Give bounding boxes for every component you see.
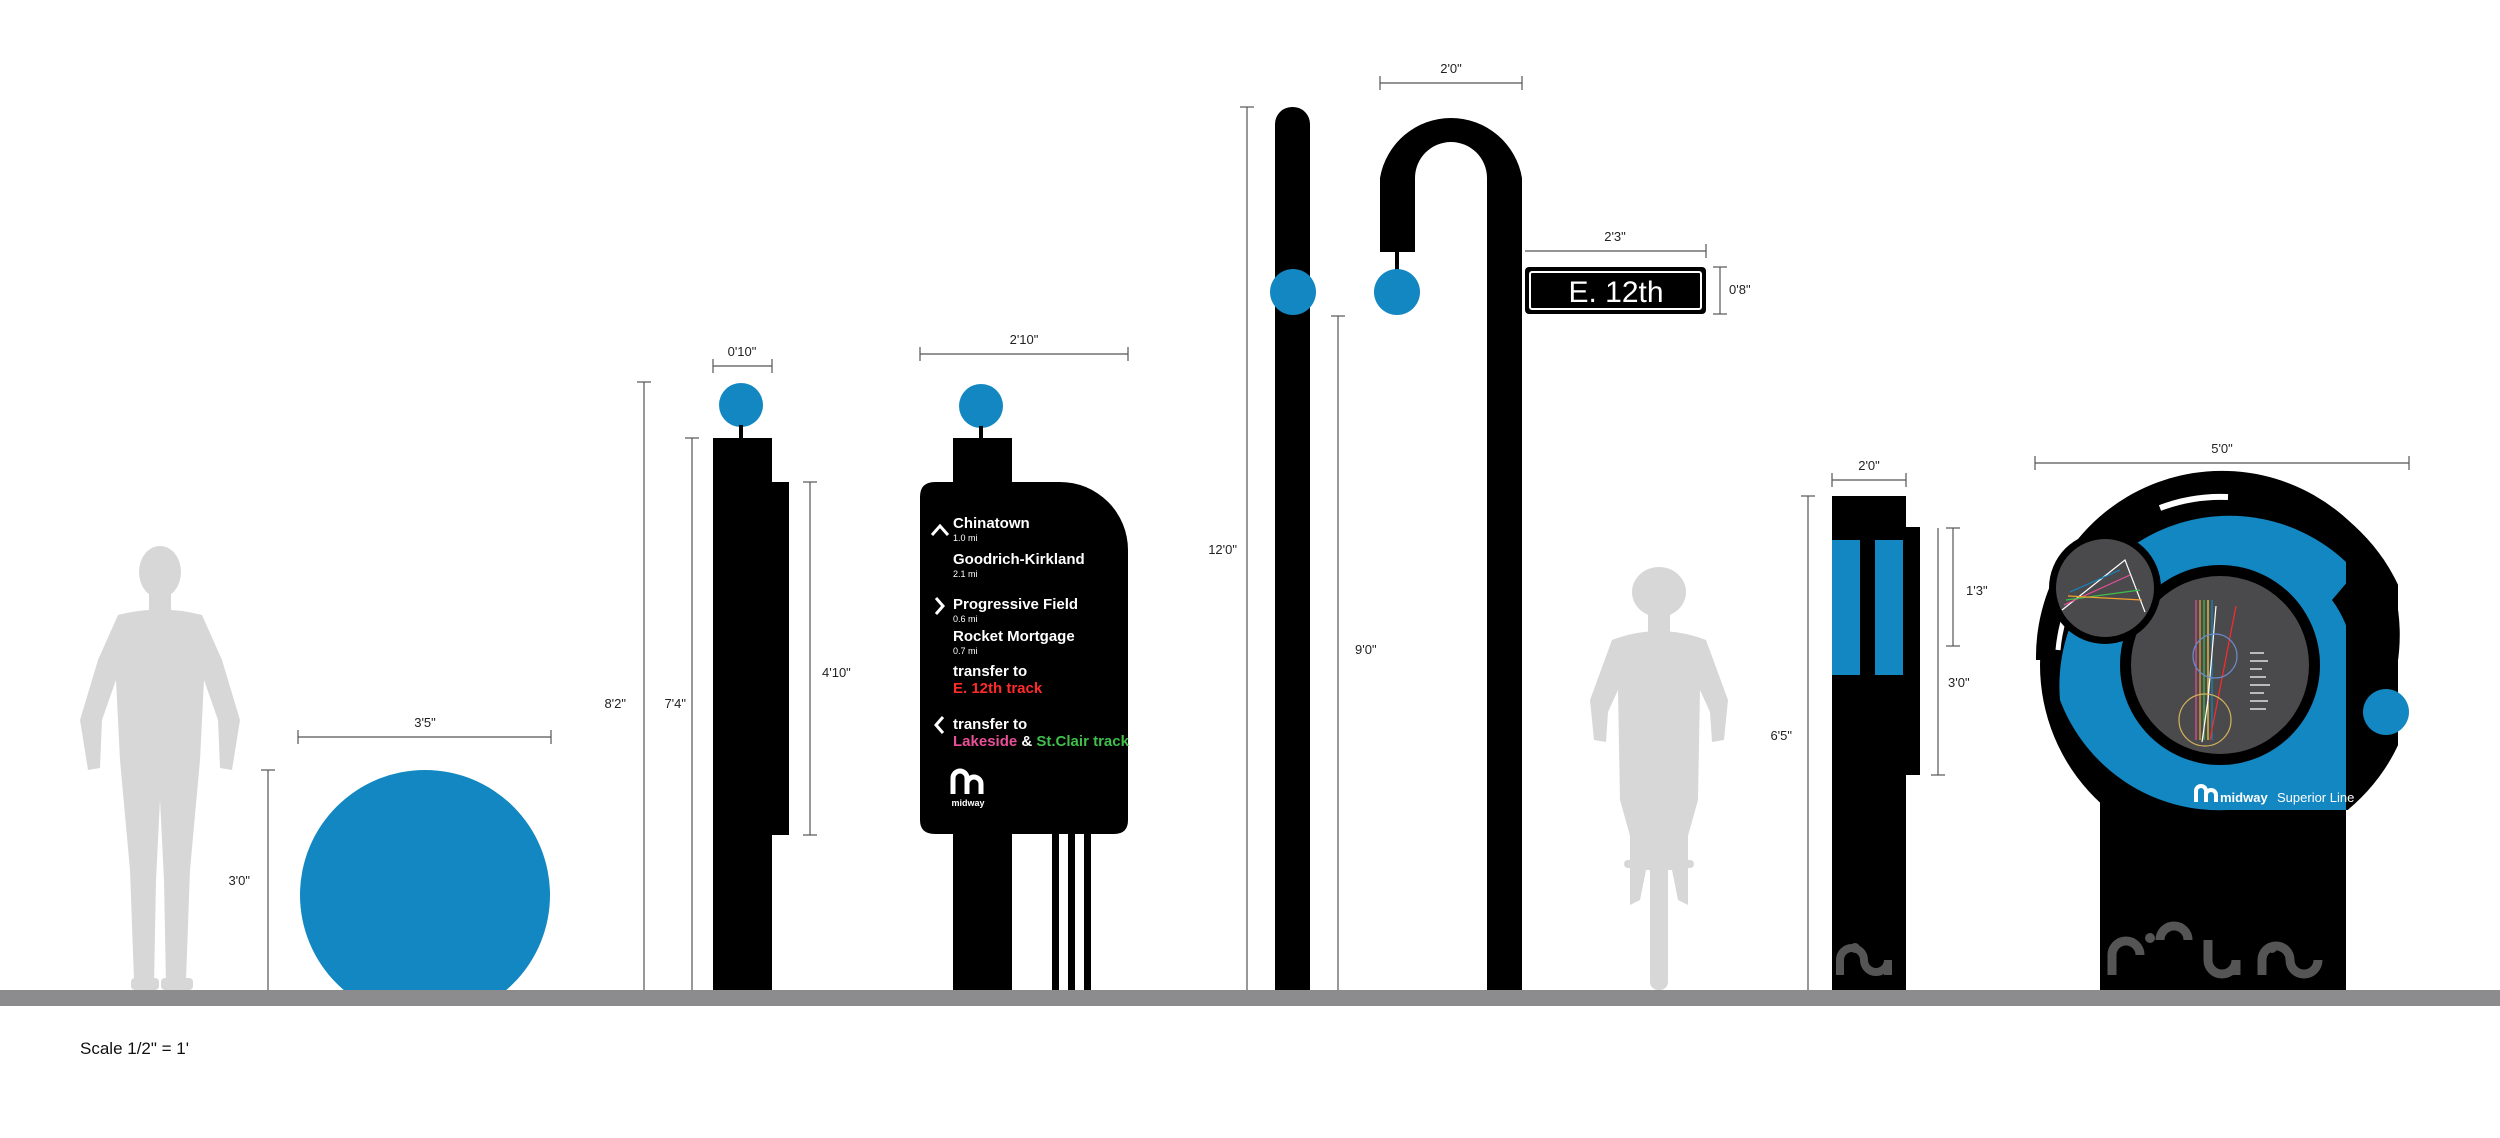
sphere-height-label: 3'0" [228, 873, 250, 888]
wayfinding-width-label: 2'10" [1010, 332, 1039, 347]
kiosk-width-dimension: 2'0" [1831, 458, 1907, 487]
kiosk-blue-panel-left [1832, 540, 1860, 675]
person-silhouette-icon [80, 546, 240, 990]
destination-1-distance: 1.0 mi [953, 533, 978, 543]
kiosk-width-label: 2'0" [1858, 458, 1880, 473]
sphere-height-dimension: 3'0" [228, 769, 275, 990]
street-sign-width-label: 2'3" [1604, 229, 1626, 244]
pole-clearance-label: 9'0" [1355, 642, 1377, 657]
destination-4-title: Rocket Mortgage [953, 628, 1075, 645]
transfer-2-line-stclair: St.Clair track [1036, 733, 1129, 750]
kiosk-height-dimension: 6'5" [1770, 495, 1815, 990]
street-sign-text: E. 12th [1568, 276, 1663, 309]
wayfinding-brand: midway [951, 798, 984, 808]
destination-2-distance: 2.1 mi [953, 569, 978, 579]
system-map-lines [2178, 600, 2238, 747]
cyclist-silhouette-icon [1590, 567, 1728, 990]
map-sign-width-label: 5'0" [2211, 441, 2233, 456]
destination-2-title: Goodrich-Kirkland [953, 551, 1085, 568]
pylon-blue-dot [719, 383, 763, 427]
ground-line [0, 990, 2500, 1006]
pylon-sign [713, 383, 789, 990]
chevron-left-icon [934, 716, 945, 734]
sphere-width-dimension: 3'5" [297, 715, 552, 744]
destination-3-title: Progressive Field [953, 596, 1078, 613]
kiosk-sign [1832, 496, 1920, 990]
pylon-body-height-label: 7'4" [664, 696, 686, 711]
chevron-up-icon [930, 523, 950, 536]
street-sign-width-dimension: 2'3" [1525, 229, 1707, 258]
transfer-2-line-lakeside: Lakeside [953, 733, 1017, 750]
pylon-width-label: 0'10" [728, 344, 757, 359]
midway-logo-icon: midway [950, 768, 985, 808]
straight-pole [1270, 107, 1316, 990]
sphere-shape [300, 770, 550, 990]
destination-4-distance: 0.7 mi [953, 646, 978, 656]
map-sign-brand: midway [2220, 790, 2268, 805]
wayfinding-width-dimension: 2'10" [919, 332, 1129, 361]
straight-pole-blue-dot [1270, 269, 1316, 315]
street-sign [1525, 267, 1706, 314]
kiosk-panel-large-dimension: 3'0" [1931, 528, 1970, 776]
map-sign-midway-logo-icon [2194, 784, 2218, 802]
map-sign-base-pattern [2107, 921, 2323, 979]
destination-3-distance: 0.6 mi [953, 614, 978, 624]
street-sign-height-dimension: 0'8" [1713, 266, 1751, 315]
pole-height-dimension: 12'0" [1208, 106, 1254, 990]
kiosk-blue-panel-right [1875, 540, 1903, 675]
sphere-bollard [300, 770, 550, 990]
kiosk-height-label: 6'5" [1770, 728, 1792, 743]
transfer-1-line: E. 12th track [953, 680, 1043, 697]
map-sign-line-name: Superior Line [2277, 790, 2354, 805]
wayfinding-blue-dot [959, 384, 1003, 428]
pylon-total-height-dimension: 8'2" [604, 381, 651, 990]
hook-width-label: 2'0" [1440, 61, 1462, 76]
route-detail-map [2056, 539, 2154, 637]
pylon-panel-height-label: 4'10" [822, 665, 851, 680]
wayfinding-sign: Chinatown 1.0 mi Goodrich-Kirkland 2.1 m… [920, 384, 1130, 990]
pole-height-label: 12'0" [1208, 542, 1237, 557]
pylon-panel-height-dimension: 4'10" [803, 481, 851, 836]
street-sign-height-label: 0'8" [1729, 282, 1751, 297]
chevron-right-icon [934, 597, 945, 615]
route-detail-lines [2061, 559, 2146, 613]
hook-pole: E. 12th [1374, 117, 1706, 991]
kiosk-panel-large-label: 3'0" [1948, 675, 1970, 690]
wayfinding-panel [920, 482, 1128, 834]
pole-clearance-dimension: 9'0" [1331, 315, 1377, 990]
transfer-2-label: transfer to [953, 716, 1027, 733]
scale-note: Scale 1/2" = 1' [80, 1039, 189, 1058]
kiosk-panel-small-label: 1'3" [1966, 583, 1988, 598]
transfer-2-lines: Lakeside & St.Clair track [953, 733, 1130, 750]
transfer-2-ampersand: & [1017, 733, 1036, 750]
map-sign: midway Superior Line [2035, 470, 2409, 990]
pylon-total-height-label: 8'2" [604, 696, 626, 711]
hook-pole-blue-dot [1374, 269, 1420, 315]
pylon-width-dimension: 0'10" [712, 344, 773, 373]
transfer-1-label: transfer to [953, 663, 1027, 680]
destination-1-title: Chinatown [953, 515, 1030, 532]
map-sign-width-dimension: 5'0" [2034, 441, 2410, 470]
kiosk-panel-small-dimension: 1'3" [1946, 527, 1988, 647]
pylon-body-height-dimension: 7'4" [664, 437, 699, 990]
hook-width-dimension: 2'0" [1379, 61, 1523, 90]
map-sign-blue-dot [2363, 689, 2409, 735]
sphere-width-label: 3'5" [414, 715, 436, 730]
system-map-legend [2250, 652, 2270, 710]
